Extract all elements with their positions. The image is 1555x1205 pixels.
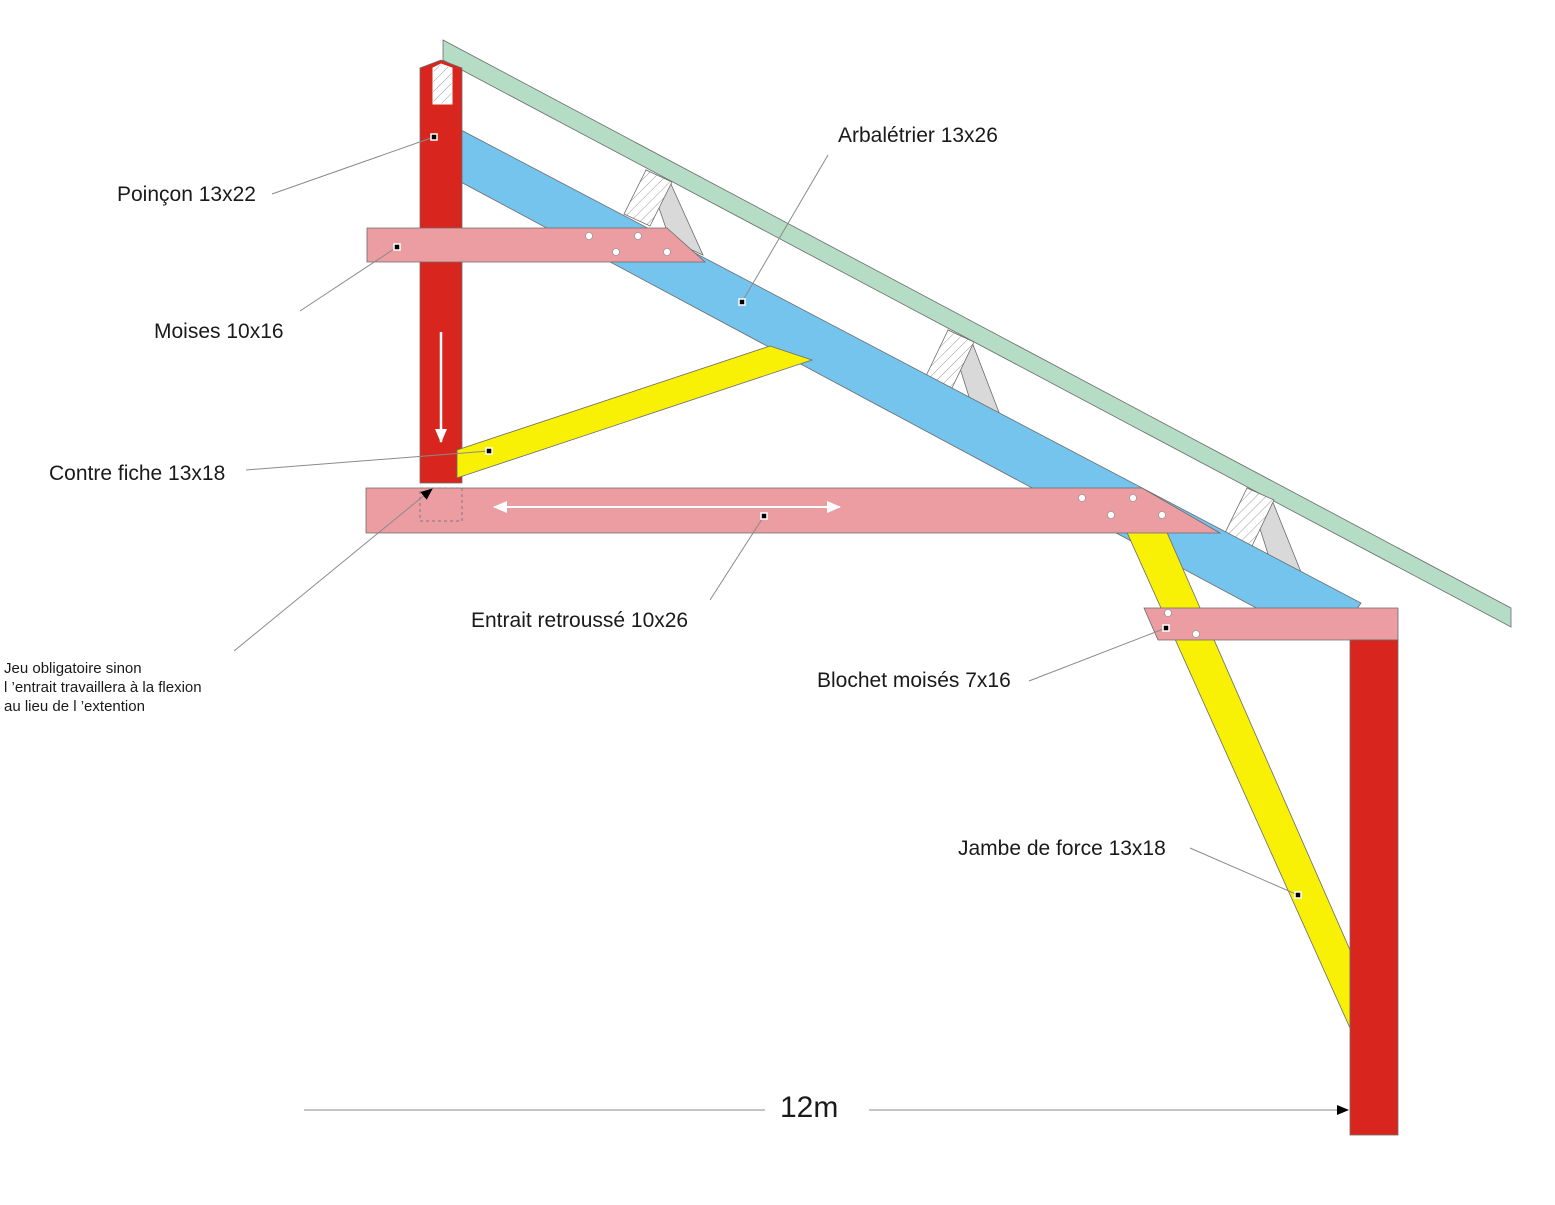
poincon-member — [419, 59, 463, 484]
label-jambe: Jambe de force 13x18 — [958, 837, 1166, 860]
leader-lines — [245, 136, 1299, 896]
note-arrow — [233, 488, 433, 652]
leader-markers — [393, 133, 1302, 899]
note-line-3: au lieu de l ’extention — [4, 698, 145, 715]
purlin-blocks — [623, 169, 1304, 578]
blochet-member — [1143, 607, 1399, 641]
dimension-label: 12m — [780, 1091, 838, 1124]
contre-fiche-member — [456, 345, 814, 479]
note-line-1: Jeu obligatoire sinon — [4, 660, 142, 677]
bolt-holes — [585, 232, 1200, 638]
moises-member — [366, 227, 707, 263]
label-arbaletrier: Arbalétrier 13x26 — [838, 124, 998, 147]
label-contre-fiche: Contre fiche 13x18 — [49, 462, 225, 485]
label-moises: Moises 10x16 — [154, 320, 284, 343]
label-poincon: Poinçon 13x22 — [117, 183, 256, 206]
note-line-2: l ’entrait travaillera à la flexion — [4, 679, 202, 696]
entrait-member — [365, 487, 1222, 534]
arbaletrier-member — [456, 129, 1362, 613]
label-entrait: Entrait retroussé 10x26 — [471, 609, 688, 632]
label-blochet: Blochet moisés 7x16 — [817, 669, 1011, 692]
entrait-play-gap — [419, 487, 463, 522]
roof-covering — [442, 39, 1512, 628]
wall-post — [1349, 639, 1399, 1136]
